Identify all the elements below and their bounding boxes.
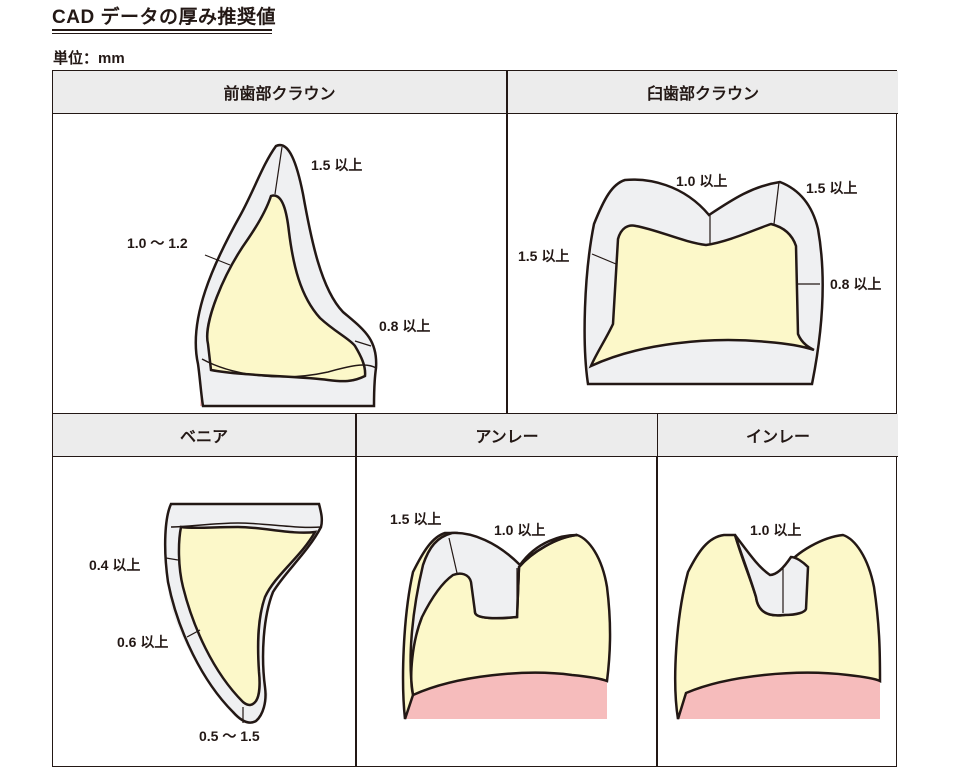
molar-crown-diagram: 1.0 以上 1.5 以上 1.5 以上 0.8 以上 bbox=[518, 173, 881, 386]
gum-line bbox=[590, 339, 814, 367]
label-fossa: 1.0 以上 bbox=[494, 522, 545, 538]
panel-title: ベニア bbox=[53, 414, 355, 457]
panel-body: 0.4 以上 0.6 以上 0.5 〜 1.5 bbox=[53, 457, 355, 766]
panel-anterior-crown: 前歯部クラウン 1.5 以上 1.0 〜 1.2 0.8 以上 bbox=[53, 71, 506, 414]
panel-veneer: ベニア 0.4 以上 0.6 以上 0.5 〜 1.5 bbox=[53, 414, 355, 766]
panel-inlay: インレー 1.0 以上 bbox=[658, 414, 898, 766]
panel-onlay: アンレー 1.5 以上 1.0 以上 bbox=[357, 414, 657, 766]
divider-middle bbox=[53, 413, 896, 415]
label-incisal: 1.5 以上 bbox=[311, 157, 362, 173]
divider-bottom-1 bbox=[355, 414, 357, 766]
label-cusp: 1.5 以上 bbox=[806, 180, 857, 196]
gum-line bbox=[412, 672, 608, 696]
panel-body: 1.0 以上 bbox=[658, 457, 898, 766]
label-middle: 0.6 以上 bbox=[117, 634, 168, 650]
panel-title: インレー bbox=[658, 414, 898, 457]
label-labial: 1.0 〜 1.2 bbox=[127, 235, 188, 251]
onlay-diagram: 1.5 以上 1.0 以上 bbox=[390, 511, 612, 720]
gum bbox=[678, 672, 880, 719]
label-cervical: 0.8 以上 bbox=[379, 318, 430, 334]
label-incisal: 0.4 以上 bbox=[89, 557, 140, 573]
gum-line bbox=[170, 522, 322, 529]
label-fossa: 1.0 以上 bbox=[676, 173, 727, 189]
label-cervical: 0.5 〜 1.5 bbox=[199, 728, 260, 744]
diagram-frame: 前歯部クラウン 1.5 以上 1.0 〜 1.2 0.8 以上 臼歯部クラウン bbox=[52, 70, 898, 767]
panel-body: 1.0 以上 1.5 以上 1.5 以上 0.8 以上 bbox=[508, 114, 898, 414]
divider-top bbox=[506, 71, 508, 414]
gum-line bbox=[201, 358, 377, 378]
page-title: CAD データの厚み推奨値 bbox=[52, 7, 276, 28]
label-buccal: 1.5 以上 bbox=[518, 248, 569, 264]
panel-body: 1.5 以上 1.0 〜 1.2 0.8 以上 bbox=[53, 114, 506, 414]
panel-molar-crown: 臼歯部クラウン 1.0 以上 1.5 以上 1.5 以上 0.8 以上 bbox=[508, 71, 898, 414]
panel-title: 前歯部クラウン bbox=[53, 71, 506, 114]
label-fossa: 1.0 以上 bbox=[750, 522, 801, 538]
tooth-core bbox=[205, 194, 367, 383]
unit-label: 単位：mm bbox=[53, 50, 125, 67]
panel-title: アンレー bbox=[357, 414, 657, 457]
onlay-layer bbox=[409, 531, 578, 696]
divider-bottom-2 bbox=[656, 414, 658, 766]
inlay-diagram: 1.0 以上 bbox=[673, 522, 882, 720]
title-underline bbox=[52, 29, 272, 31]
panel-body: 1.5 以上 1.0 以上 bbox=[357, 457, 657, 766]
veneer-diagram: 0.4 以上 0.6 以上 0.5 〜 1.5 bbox=[89, 502, 324, 744]
label-cusp: 1.5 以上 bbox=[390, 511, 441, 527]
label-lingual: 0.8 以上 bbox=[830, 276, 881, 292]
gum bbox=[405, 672, 607, 719]
inlay-layer bbox=[733, 534, 810, 617]
gum-line bbox=[685, 672, 881, 694]
tooth-core bbox=[177, 525, 318, 707]
anterior-crown-diagram: 1.5 以上 1.0 〜 1.2 0.8 以上 bbox=[127, 143, 430, 408]
title-underline-2 bbox=[52, 33, 272, 34]
panel-title: 臼歯部クラウン bbox=[508, 71, 898, 114]
